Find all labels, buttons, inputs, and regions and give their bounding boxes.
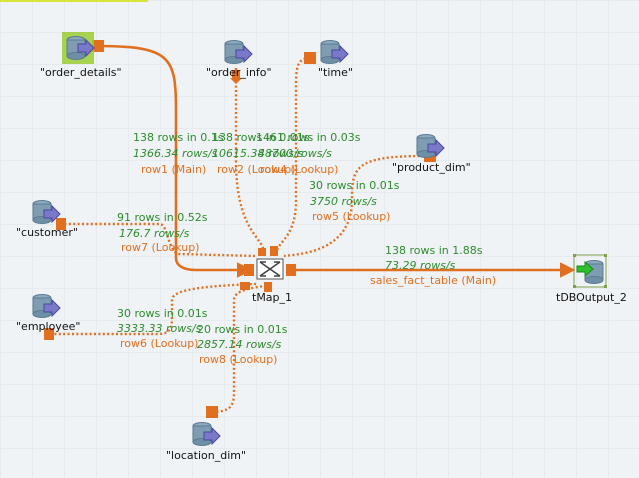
row4-stats: 1461 rows in 0.03s bbox=[256, 131, 361, 144]
db-input-icon bbox=[32, 294, 61, 318]
db-input-icon bbox=[320, 40, 349, 64]
component-tmap[interactable] bbox=[254, 256, 286, 282]
link-connectors bbox=[44, 40, 436, 418]
row8-stats: 20 rows in 0.01s bbox=[197, 323, 288, 336]
main-out-stats: 138 rows in 1.88s bbox=[385, 244, 483, 257]
row5-name[interactable]: row5 (Lookup) bbox=[312, 210, 391, 223]
component-label-tmap: tMap_1 bbox=[252, 291, 293, 304]
row8-rate: 2857.14 rows/s bbox=[197, 338, 282, 351]
row2-stats: 138 rows in 0.01s bbox=[212, 131, 310, 144]
component-order-details[interactable] bbox=[62, 32, 96, 66]
row7-rate: 176.7 rows/s bbox=[119, 227, 190, 240]
component-label-location-dim: "location_dim" bbox=[166, 449, 247, 462]
link-row7[interactable] bbox=[60, 222, 257, 258]
row8-name[interactable]: row8 (Lookup) bbox=[199, 353, 278, 366]
link-row4[interactable] bbox=[274, 56, 311, 253]
row4-rate: 48700 rows/s bbox=[258, 147, 332, 160]
component-customer[interactable] bbox=[30, 198, 64, 232]
main-out-rate: 73.29 rows/s bbox=[385, 259, 456, 272]
db-input-icon bbox=[62, 32, 95, 64]
component-label-order-details: "order_details" bbox=[40, 66, 122, 79]
main-out-name[interactable]: sales_fact_table (Main) bbox=[370, 274, 497, 287]
link-row2[interactable] bbox=[234, 68, 266, 253]
component-label-time: "time" bbox=[318, 66, 353, 79]
row5-stats: 30 rows in 0.01s bbox=[309, 179, 400, 192]
row7-stats: 91 rows in 0.52s bbox=[117, 211, 208, 224]
component-label-order-info: "order_info" bbox=[206, 66, 272, 79]
component-label-employee: "employee" bbox=[16, 320, 81, 333]
db-output-icon bbox=[573, 254, 607, 288]
component-order-info[interactable] bbox=[222, 38, 256, 72]
component-label-tdboutput: tDBOutput_2 bbox=[556, 291, 627, 304]
component-product-dim[interactable] bbox=[414, 132, 448, 166]
row6-rate: 3333.33 rows/s bbox=[117, 322, 202, 335]
row6-stats: 30 rows in 0.01s bbox=[117, 307, 208, 320]
link-row6[interactable] bbox=[50, 282, 257, 336]
row1-stats: 138 rows in 0.1s bbox=[133, 131, 224, 144]
db-input-icon bbox=[224, 40, 253, 64]
row1-rate: 1366.34 rows/s bbox=[133, 147, 218, 160]
component-employee[interactable] bbox=[30, 292, 64, 326]
row2-name[interactable]: row2 (Lookup) bbox=[217, 163, 296, 176]
row2-rate: 10615.38 rows/s bbox=[212, 147, 304, 160]
row5-rate: 3750 rows/s bbox=[310, 195, 377, 208]
link-row1[interactable] bbox=[95, 44, 253, 278]
component-tdboutput[interactable] bbox=[573, 254, 607, 288]
db-input-icon bbox=[416, 134, 445, 158]
row4-name[interactable]: row4 (Lookup) bbox=[260, 163, 339, 176]
component-label-customer: "customer" bbox=[16, 226, 78, 239]
component-time[interactable] bbox=[318, 38, 352, 72]
db-input-icon bbox=[32, 200, 61, 224]
db-input-icon bbox=[192, 422, 221, 446]
row7-name[interactable]: row7 (Lookup) bbox=[121, 241, 200, 254]
component-location-dim[interactable] bbox=[190, 420, 224, 454]
component-label-product-dim: "product_dim" bbox=[392, 161, 471, 174]
link-row8[interactable] bbox=[211, 284, 265, 414]
canvas-top-strip bbox=[0, 0, 148, 2]
tmap-icon bbox=[256, 258, 284, 280]
row1-name[interactable]: row1 (Main) bbox=[141, 163, 207, 176]
row6-name[interactable]: row6 (Lookup) bbox=[120, 337, 199, 350]
link-row5[interactable] bbox=[283, 154, 425, 258]
